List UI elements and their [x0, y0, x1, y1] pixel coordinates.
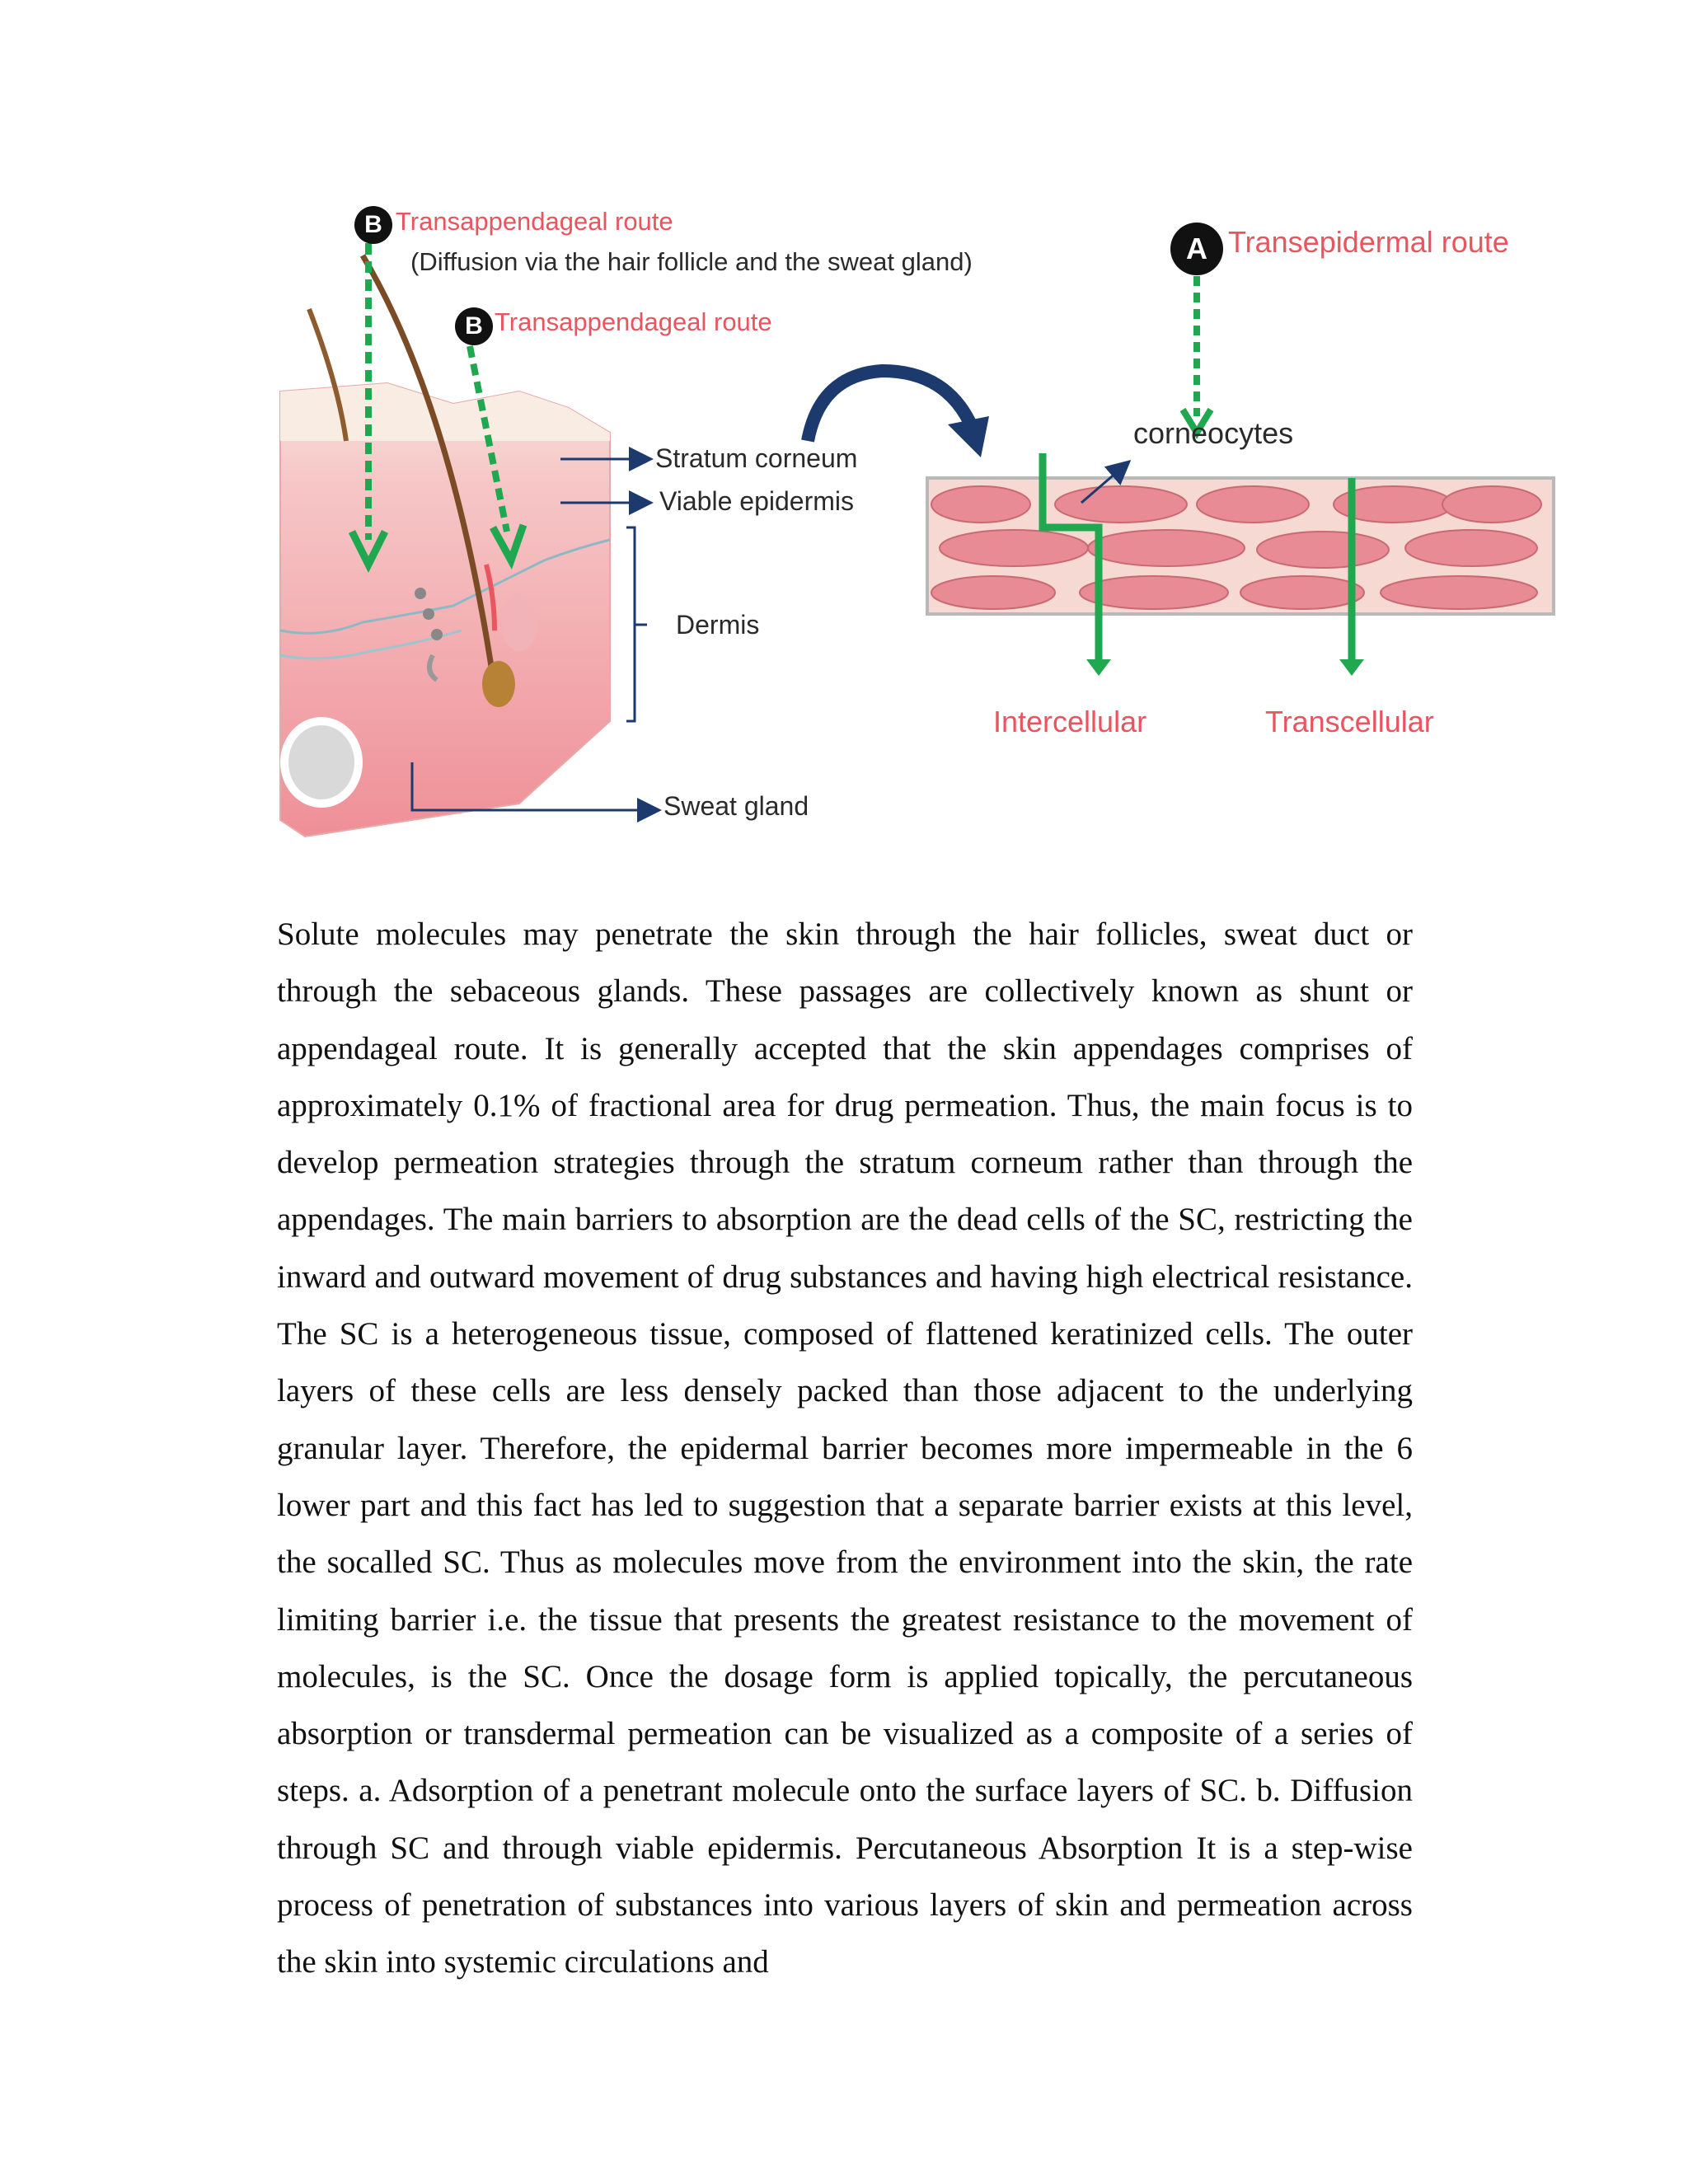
label-diffusion-description: (Diffusion via the hair follicle and the…: [410, 247, 973, 276]
skin-penetration-routes-figure: B Transappendageal route (Diffusion via …: [272, 194, 1582, 861]
label-sweat-gland: Sweat gland: [663, 791, 809, 821]
badge-b-inner: B: [455, 307, 493, 345]
label-intercellular: Intercellular: [993, 705, 1147, 738]
label-transepidermal: Transepidermal route: [1228, 225, 1509, 259]
badge-b-outer: B: [354, 206, 392, 244]
body-paragraph: Solute molecules may penetrate the skin …: [277, 916, 1413, 1980]
label-stratum-corneum: Stratum corneum: [655, 443, 858, 473]
skin-diagram-graphic: [279, 243, 1555, 838]
badge-a: A: [1170, 223, 1223, 275]
label-corneocytes: corneocytes: [1133, 416, 1294, 450]
label-transcellular: Transcellular: [1265, 705, 1434, 738]
label-dermis: Dermis: [676, 610, 760, 640]
label-transappendageal-inner: Transappendageal route: [495, 307, 772, 336]
corneocyte-layer: [926, 476, 1555, 616]
label-viable-epidermis: Viable epidermis: [659, 486, 854, 516]
label-transappendageal-outer: Transappendageal route: [396, 207, 673, 236]
skin-block: [279, 254, 611, 838]
